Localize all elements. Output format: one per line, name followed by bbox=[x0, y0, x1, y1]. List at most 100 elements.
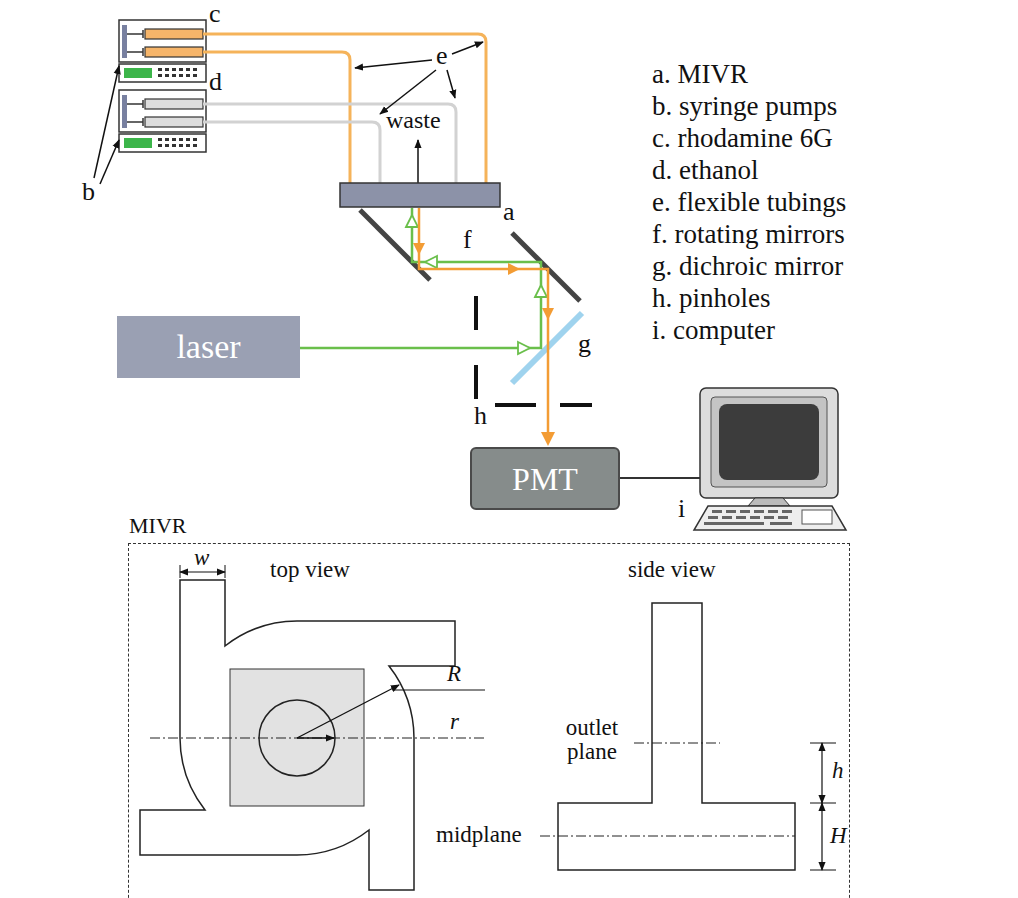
computer bbox=[704, 510, 792, 525]
cable bbox=[620, 477, 702, 479]
reactor-top-view bbox=[297, 685, 399, 738]
syringe-pump bbox=[186, 68, 190, 71]
tubing bbox=[203, 34, 486, 183]
callout-label: c bbox=[209, 0, 221, 27]
key-entry: d. ethanol bbox=[652, 156, 758, 184]
syringe-pump bbox=[165, 68, 169, 71]
syringe-pump bbox=[124, 68, 152, 78]
frame-heading: MIVR bbox=[129, 514, 186, 538]
syringe-pump bbox=[119, 90, 206, 152]
reactor-side-view bbox=[821, 743, 822, 803]
callout-label: waste bbox=[386, 108, 441, 133]
computer bbox=[764, 516, 774, 519]
reactor-top-view bbox=[150, 738, 485, 739]
syringe-pump bbox=[119, 64, 206, 82]
syringe-pump bbox=[127, 33, 143, 35]
computer bbox=[802, 510, 832, 524]
reactor-top-view bbox=[180, 571, 225, 572]
computer bbox=[748, 498, 790, 506]
syringe-pump bbox=[165, 138, 169, 141]
syringe-pump bbox=[124, 138, 152, 148]
laser-beam bbox=[300, 208, 541, 348]
laser-arrowhead bbox=[518, 342, 530, 354]
syringe-pump bbox=[145, 47, 203, 57]
detector-box: PMT bbox=[470, 447, 620, 510]
laser-arrowhead bbox=[406, 215, 418, 227]
computer bbox=[694, 506, 846, 530]
syringe-pump bbox=[193, 68, 197, 71]
syringe-pump bbox=[186, 144, 190, 147]
key-entry: g. dichroic mirror bbox=[652, 252, 843, 280]
computer bbox=[719, 404, 819, 480]
syringe-pump bbox=[179, 74, 183, 77]
reactor-top-view bbox=[259, 700, 335, 776]
syringe-pump bbox=[193, 74, 197, 77]
computer bbox=[782, 510, 792, 513]
fluorescence-arrowhead bbox=[542, 308, 554, 320]
pinhole bbox=[560, 403, 592, 407]
leader-arrow bbox=[355, 60, 432, 68]
rotating-mirror bbox=[512, 233, 580, 301]
tubing bbox=[203, 122, 380, 183]
callout-label: side view bbox=[628, 558, 716, 582]
computer bbox=[722, 516, 732, 519]
syringe-pump bbox=[119, 90, 206, 132]
reactor-top-view bbox=[297, 737, 334, 738]
key-entry: i. computer bbox=[652, 316, 775, 344]
tubing bbox=[203, 52, 350, 183]
tubing bbox=[203, 104, 456, 183]
computer bbox=[704, 522, 764, 525]
computer bbox=[700, 388, 838, 498]
box-label: laser bbox=[176, 330, 240, 364]
laser-arrowhead bbox=[535, 285, 547, 297]
syringe-pump bbox=[142, 30, 144, 38]
syringe-pump bbox=[158, 68, 197, 77]
syringe-pump bbox=[193, 138, 197, 141]
syringe-pump bbox=[119, 20, 206, 82]
syringe-pump bbox=[165, 74, 169, 77]
pinhole bbox=[495, 403, 536, 407]
syringe-pump bbox=[127, 51, 143, 53]
syringe-pump bbox=[179, 68, 183, 71]
fluorescence-arrowhead bbox=[541, 432, 555, 446]
callout-label: g bbox=[578, 330, 591, 357]
syringe-pump bbox=[145, 29, 203, 39]
syringe-pump bbox=[122, 95, 127, 128]
reactor-top-view bbox=[140, 580, 455, 890]
callout-label: h bbox=[832, 759, 844, 783]
syringe-pump bbox=[179, 138, 183, 141]
reactor-side-view bbox=[540, 836, 795, 837]
fluorescence-beam bbox=[419, 208, 548, 440]
computer bbox=[754, 510, 764, 513]
leader-arrow bbox=[417, 140, 419, 183]
syringe-pump bbox=[158, 144, 162, 147]
syringe-pump bbox=[145, 117, 203, 127]
computer bbox=[740, 510, 750, 513]
laser-beam bbox=[300, 208, 541, 348]
chip bbox=[340, 183, 500, 207]
syringe-pump bbox=[119, 134, 206, 152]
syringe-pump bbox=[186, 74, 190, 77]
computer bbox=[736, 516, 746, 519]
computer bbox=[726, 510, 736, 513]
reactor-side-view bbox=[540, 603, 836, 870]
syringe-pump bbox=[142, 118, 144, 126]
callout-label: f bbox=[463, 226, 472, 253]
callout-label: top view bbox=[270, 558, 350, 582]
callout-label: R bbox=[447, 662, 461, 686]
callout-label: d bbox=[209, 68, 222, 95]
syringe-pump bbox=[172, 74, 176, 77]
reactor-side-view bbox=[821, 803, 822, 870]
syringe-pump bbox=[158, 68, 162, 71]
syringe-pump bbox=[186, 138, 190, 141]
computer bbox=[778, 516, 788, 519]
callout-label: i bbox=[678, 495, 685, 522]
reactor-side-view bbox=[810, 803, 836, 804]
key-entry: e. flexible tubings bbox=[652, 188, 846, 216]
reactor-side-view bbox=[810, 870, 836, 871]
callout-label: r bbox=[450, 710, 459, 734]
fluorescence-arrowhead bbox=[413, 243, 425, 255]
computer bbox=[768, 510, 778, 513]
pinhole bbox=[476, 296, 592, 405]
tubing bbox=[203, 34, 486, 183]
